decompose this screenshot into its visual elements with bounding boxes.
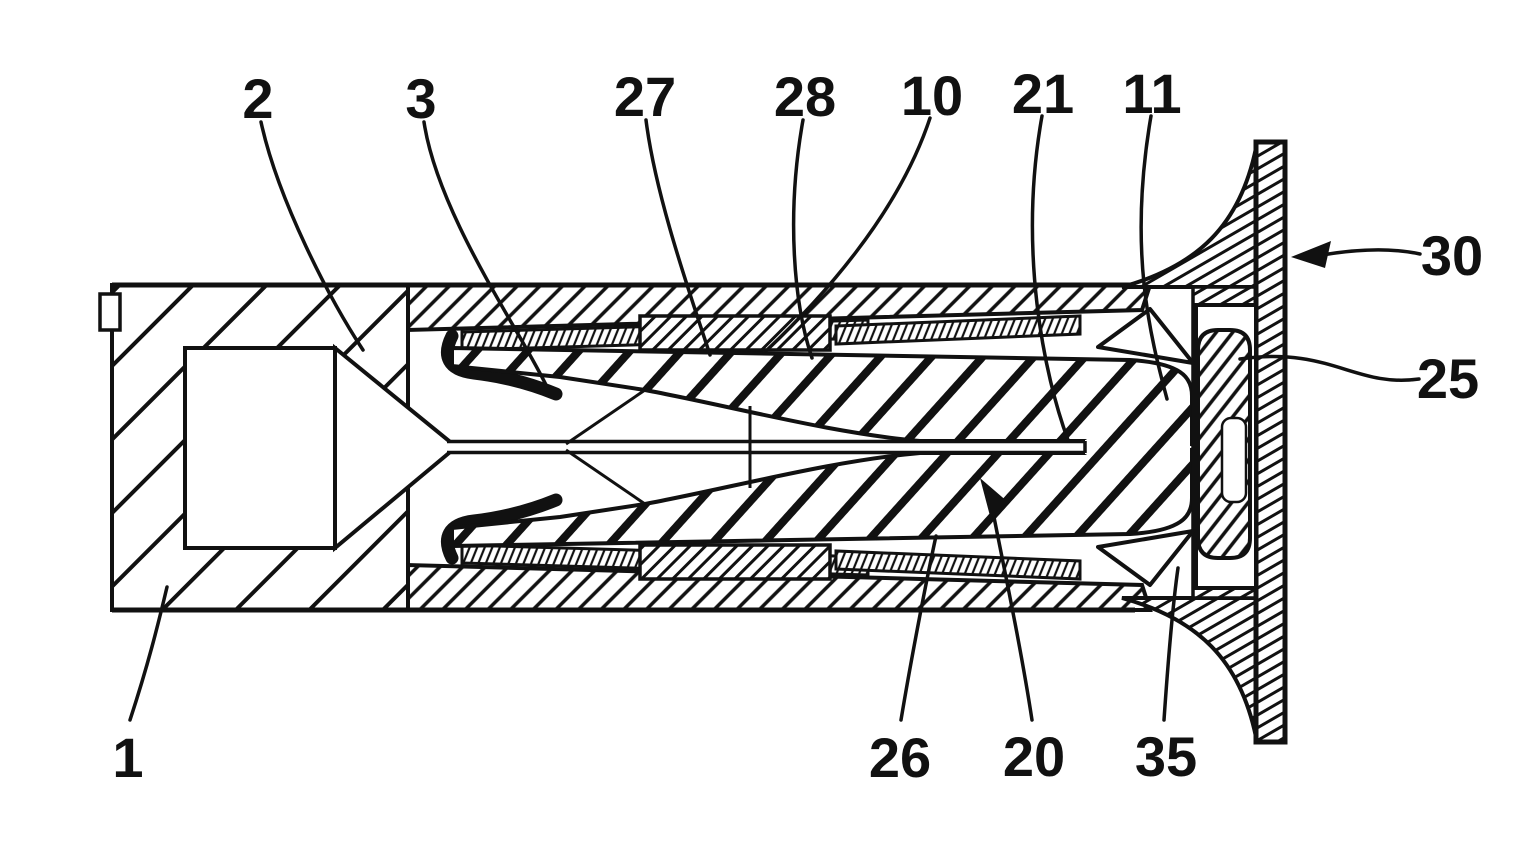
ref-label-27: 27	[614, 65, 676, 128]
ref-label-2: 2	[242, 67, 273, 130]
ref-label-30: 30	[1421, 224, 1483, 287]
ref-label-35: 35	[1135, 725, 1197, 788]
leader-25	[1238, 354, 1421, 382]
leader-21	[1030, 114, 1070, 442]
leader-1	[128, 585, 169, 722]
leader-3	[422, 120, 549, 389]
seat-gap-bottom	[1096, 529, 1195, 587]
retainer-claw-top	[441, 329, 563, 401]
valve-needle-core	[1085, 440, 1190, 454]
leader-11	[1139, 114, 1169, 401]
seat-gap-top	[1096, 307, 1195, 365]
cone-edge-bottom	[565, 448, 646, 506]
arrow-30-head	[1291, 241, 1331, 268]
needle-wire-slot	[447, 441, 1085, 453]
spacer-block-bottom	[638, 543, 832, 581]
arrow-20-head	[980, 478, 1009, 516]
housing-left-notch	[98, 292, 122, 332]
retainer-claw-bottom	[441, 493, 563, 565]
ref-label-28: 28	[774, 65, 836, 128]
ref-label-25: 25	[1417, 347, 1479, 410]
leader-2	[259, 120, 365, 352]
leader-27	[644, 118, 712, 357]
leader-30-shaft	[1320, 248, 1422, 257]
leader-26	[899, 534, 938, 722]
ref-label-11: 11	[1122, 62, 1181, 125]
valve-needle-upper	[450, 346, 1194, 446]
ref-label-26: 26	[869, 726, 931, 789]
insert-25-notch	[1220, 416, 1248, 504]
reference-labels: 1 2 3 27 28 10 21 11 30 25 26 20 35	[112, 62, 1483, 789]
ref-label-21: 21	[1012, 62, 1074, 125]
ref-label-10: 10	[901, 64, 963, 127]
housing-block	[98, 283, 410, 612]
ref-label-20: 20	[1003, 725, 1065, 788]
housing-pocket	[183, 346, 337, 550]
valve-needle-lower	[450, 448, 1194, 548]
leader-20-shaft	[990, 505, 1034, 722]
leader-10	[764, 116, 932, 353]
flange-bar	[1256, 142, 1285, 742]
cone-edge-top	[565, 388, 646, 446]
leader-28	[791, 118, 814, 360]
leader-lines	[128, 114, 1422, 722]
ref-label-1: 1	[112, 726, 143, 789]
leader-35	[1162, 566, 1180, 722]
flange-web-bottom	[1120, 596, 1258, 739]
ref-label-3: 3	[405, 67, 436, 130]
sleeve-strip-bottom-2	[834, 549, 1082, 581]
